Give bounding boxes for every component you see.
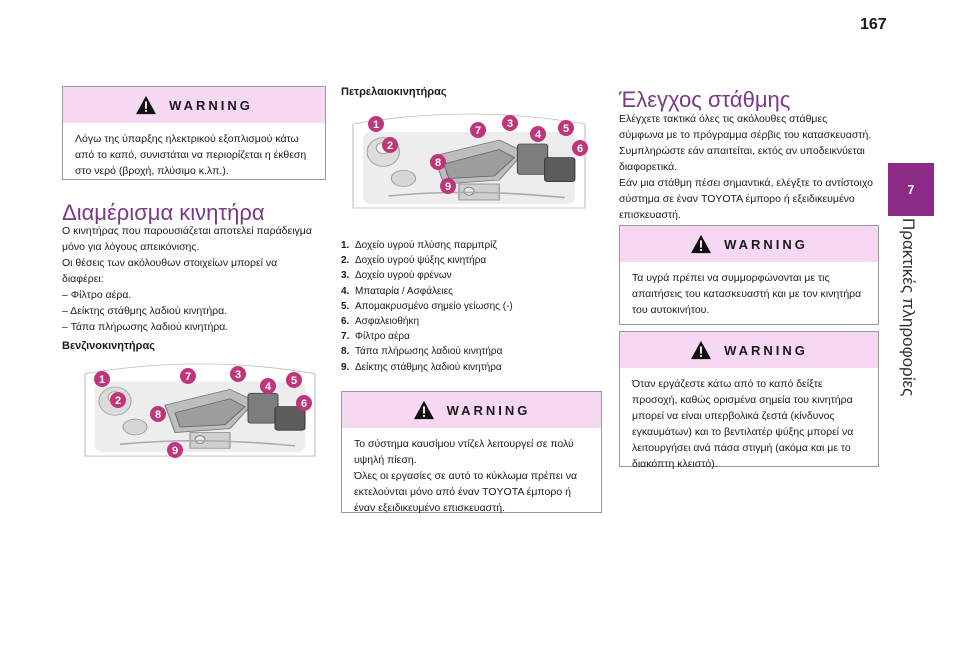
warning-triangle-icon <box>413 400 435 420</box>
callout-6: 6 <box>572 140 588 156</box>
svg-text:8: 8 <box>155 409 161 421</box>
callout-5: 5 <box>558 120 574 136</box>
callout-7: 7 <box>180 368 196 384</box>
chapter-tab[interactable]: 7 <box>888 163 934 216</box>
list-item: 5.Απομακρυσμένο σημείο γείωσης (-) <box>341 300 513 312</box>
list-item: 7.Φίλτρο αέρα <box>341 331 410 343</box>
list-item: 1.Δοχείο υγρού πλύσης παρμπρίζ <box>341 240 497 251</box>
svg-text:4: 4 <box>535 129 542 141</box>
warning-box-fluids: WARNING Τα υγρά πρέπει να συμμορφώνονται… <box>619 225 879 325</box>
warning-box-hot-engine: WARNING Όταν εργάζεστε κάτω από το καπό … <box>619 331 879 470</box>
svg-text:2: 2 <box>387 140 393 152</box>
warning-text: Όταν εργάζεστε κάτω από το καπό δείξτε π… <box>632 378 854 470</box>
warning-text: Λόγω της ύπαρξης ηλεκτρικού εξοπλισμού κ… <box>75 133 307 177</box>
levels-text: Ελέγχετε τακτικά όλες τις ακόλουθες στάθ… <box>619 113 873 221</box>
warning-text: Τα υγρά πρέπει να συμμορφώνονται με τις … <box>632 272 862 316</box>
list-item: 3.Δοχείο υγρού φρένων <box>341 270 452 282</box>
svg-text:6: 6 <box>577 143 583 155</box>
callout-2: 2 <box>110 392 126 408</box>
callout-1: 1 <box>94 371 110 387</box>
callout-4: 4 <box>530 126 546 142</box>
warning-label: WARNING <box>169 97 253 113</box>
callout-8: 8 <box>150 406 166 422</box>
callout-3: 3 <box>230 366 246 382</box>
svg-text:7: 7 <box>185 371 191 383</box>
warning-label: WARNING <box>724 342 808 358</box>
callout-9: 9 <box>440 178 456 194</box>
page-number: 167 <box>860 16 887 33</box>
svg-text:5: 5 <box>563 123 569 135</box>
petrol-callouts: 1 2 7 3 4 5 6 8 9 <box>94 366 312 458</box>
callout-6: 6 <box>296 395 312 411</box>
svg-text:2: 2 <box>115 395 121 407</box>
section-title-levels: Έλεγχος στάθμης <box>619 87 791 112</box>
bullet-item: – Φίλτρο αέρα. <box>62 289 132 301</box>
warning-text: Το σύστημα καυσίμου ντίζελ λειτουργεί σε… <box>354 438 578 514</box>
callout-3: 3 <box>502 115 518 131</box>
list-item: 2.Δοχείο υγρού ψύξης κινητήρα <box>341 255 487 267</box>
petrol-engine-illustration <box>80 358 320 460</box>
warning-box-diesel: WARNING Το σύστημα καυσίμου ντίζελ λειτο… <box>341 391 602 514</box>
diesel-engine-illustration <box>348 108 590 212</box>
svg-text:8: 8 <box>435 157 441 169</box>
list-item: 6.Ασφαλειοθήκη <box>341 316 420 328</box>
callout-7: 7 <box>470 122 486 138</box>
svg-text:1: 1 <box>99 374 105 386</box>
warning-triangle-icon <box>690 234 712 254</box>
list-item: 8.Τάπα πλήρωσης λαδιού κινητήρα <box>341 346 503 358</box>
bullet-item: – Τάπα πλήρωσης λαδιού κινητήρα. <box>62 321 229 333</box>
callout-8: 8 <box>430 154 446 170</box>
list-item: 9.Δείκτης στάθμης λαδιού κινητήρα <box>341 361 502 373</box>
warning-triangle-icon <box>690 340 712 360</box>
warning-triangle-icon <box>135 95 157 115</box>
chapter-title: Πρακτικές πληροφορίες <box>899 218 918 397</box>
warning-box-electrical: WARNING Λόγω της ύπαρξης ηλεκτρικού εξοπ… <box>62 86 326 180</box>
svg-text:4: 4 <box>265 381 272 393</box>
engine-intro: Ο κινητήρας που παρουσιάζεται αποτελεί π… <box>62 223 332 335</box>
bullet-item: – Δείκτης στάθμης λαδιού κινητήρα. <box>62 305 228 317</box>
svg-text:6: 6 <box>301 398 307 410</box>
component-list: 1.Δοχείο υγρού πλύσης παρμπρίζ 2.Δοχείο … <box>341 238 601 375</box>
callout-9: 9 <box>167 442 183 458</box>
svg-text:5: 5 <box>291 375 297 387</box>
warning-label: WARNING <box>724 236 808 252</box>
section-title-engine: Διαμέρισμα κινητήρα <box>62 200 265 225</box>
callout-5: 5 <box>286 372 302 388</box>
svg-text:9: 9 <box>172 445 178 457</box>
warning-label: WARNING <box>446 402 531 418</box>
callout-1: 1 <box>368 116 384 132</box>
svg-text:3: 3 <box>507 118 513 130</box>
callout-4: 4 <box>260 378 276 394</box>
svg-text:9: 9 <box>445 181 451 193</box>
svg-text:7: 7 <box>475 125 481 137</box>
svg-text:3: 3 <box>235 369 241 381</box>
petrol-heading: Βενζινοκινητήρας <box>62 340 155 352</box>
diesel-heading: Πετρελαιοκινητήρας <box>341 86 447 98</box>
list-item: 4.Μπαταρία / Ασφάλειες <box>341 285 453 297</box>
diesel-callouts: 1 2 7 3 4 5 6 8 9 <box>368 115 588 194</box>
callout-2: 2 <box>382 137 398 153</box>
svg-text:1: 1 <box>373 119 379 131</box>
